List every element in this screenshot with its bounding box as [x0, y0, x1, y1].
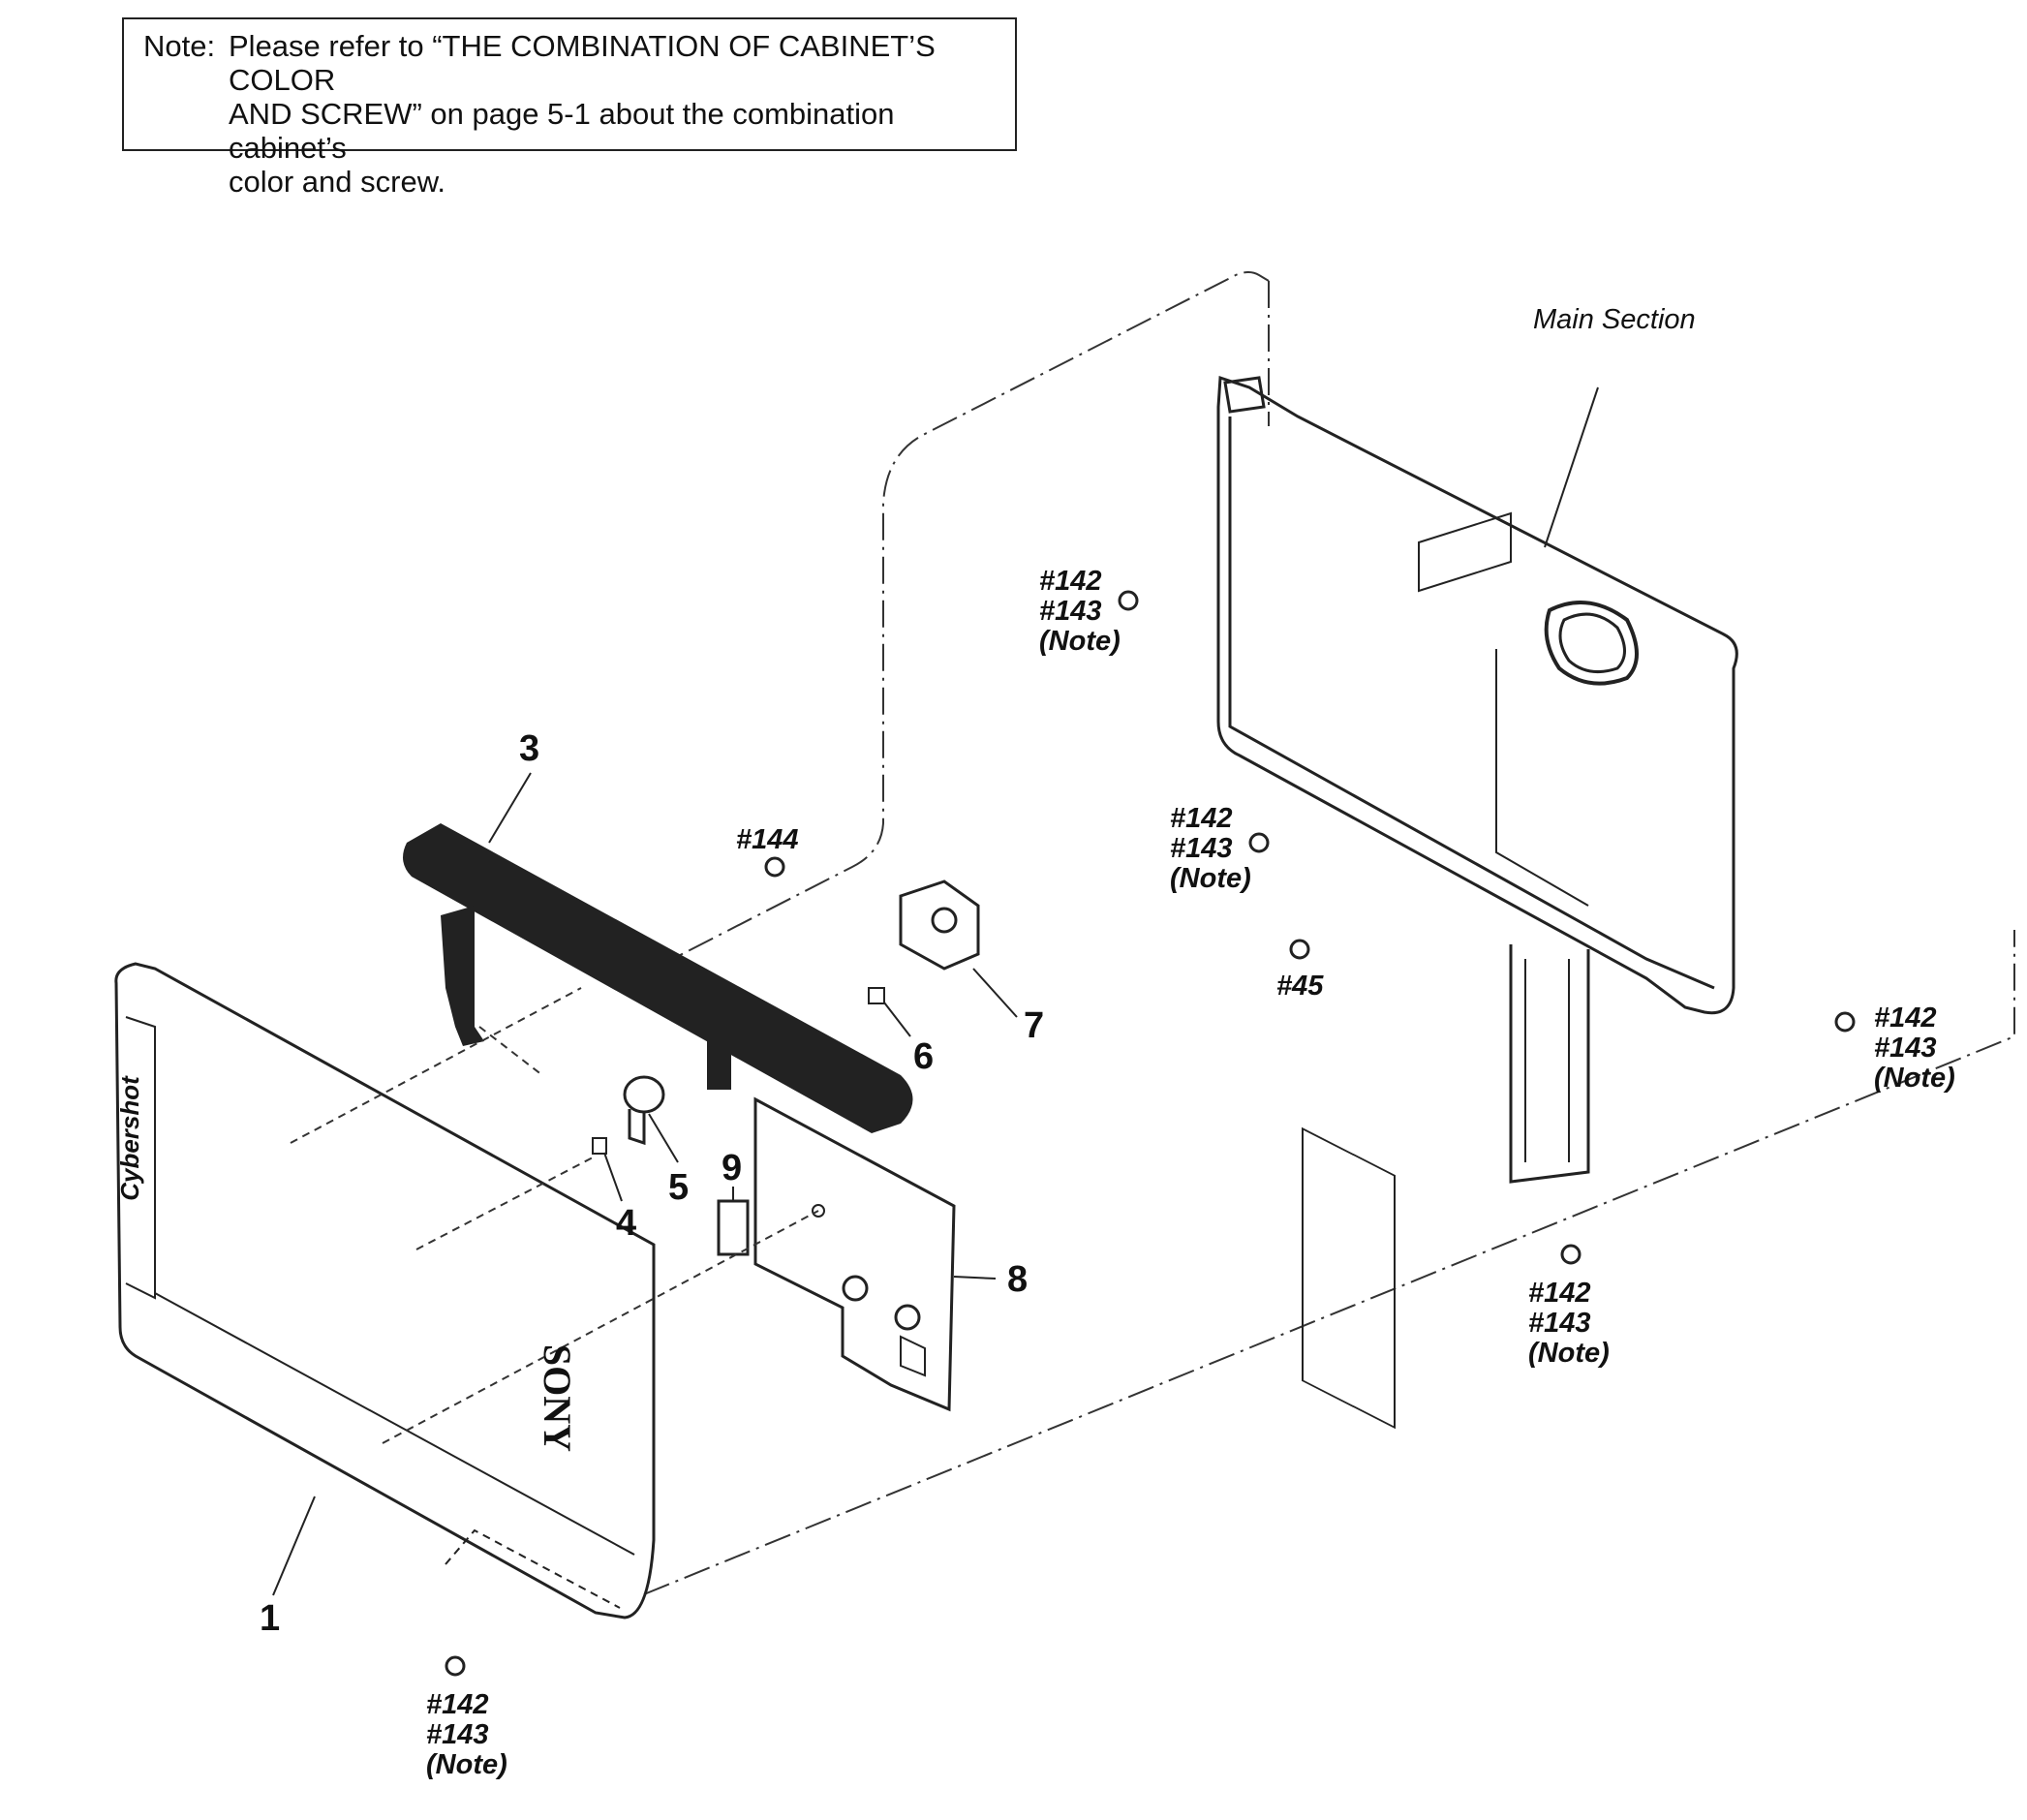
note-label: Note: — [143, 29, 216, 63]
screw-144-icon — [764, 856, 785, 878]
screw-45-icon — [1289, 939, 1310, 960]
leader-part-8 — [953, 1276, 997, 1280]
piece-part-4 — [592, 1137, 607, 1155]
part-label-3: 3 — [519, 728, 540, 769]
leader-part-1 — [272, 1496, 316, 1596]
part-label-7: 7 — [1024, 1005, 1045, 1046]
screw-label-144: #144 — [736, 824, 799, 855]
note-box: Note: Please refer to “THE COMBINATION O… — [122, 17, 1017, 199]
leader-part-4 — [603, 1152, 623, 1202]
part-label-4: 4 — [616, 1203, 637, 1244]
screw-label-45: #45 — [1276, 971, 1324, 1002]
screw-label-142-d: #142 #143 (Note) — [1528, 1278, 1610, 1369]
part-label-8: 8 — [1007, 1259, 1029, 1300]
main-section-label: Main Section — [1533, 304, 1696, 335]
screw-142-e-icon — [445, 1655, 466, 1677]
part-label-9: 9 — [722, 1148, 743, 1188]
screw-142-c-icon — [1834, 1011, 1856, 1033]
note-text: Please refer to “THE COMBINATION OF CABI… — [229, 29, 936, 199]
leader-part-7 — [972, 968, 1018, 1018]
screw-label-142-e: #142 #143 (Note) — [426, 1689, 507, 1780]
screw-label-142-c: #142 #143 (Note) — [1874, 1003, 1955, 1094]
pad-part-9 — [717, 1199, 750, 1256]
leader-part-5 — [648, 1113, 679, 1163]
leader-part-6 — [883, 1002, 911, 1037]
screw-142-d-icon — [1560, 1244, 1582, 1265]
assembly-guide-outline — [643, 271, 2015, 1595]
piece-part-6 — [868, 987, 885, 1004]
cabinet-brand-mark: SONY — [536, 1343, 580, 1453]
bracket-part-7 — [899, 879, 980, 971]
front-cabinet-part-1 — [114, 962, 656, 1619]
main-section-leader — [1544, 386, 1599, 548]
screw-label-142-a: #142 #143 (Note) — [1039, 566, 1121, 657]
part-label-6: 6 — [913, 1036, 935, 1077]
alignment-lines — [290, 987, 819, 1444]
cabinet-series-mark: Cybershot — [114, 1076, 144, 1201]
screw-label-142-b: #142 #143 (Note) — [1170, 803, 1251, 894]
part-label-5: 5 — [668, 1167, 690, 1208]
main-section-assembly — [1216, 375, 1738, 1430]
strip-part-3 — [403, 823, 913, 1133]
button-part-5 — [623, 1075, 665, 1146]
leader-part-3 — [488, 772, 532, 844]
screw-142-b-icon — [1248, 832, 1270, 853]
part-label-1: 1 — [260, 1598, 281, 1639]
screw-142-a-icon — [1118, 590, 1139, 611]
sheet-part-8 — [753, 1096, 956, 1412]
screw-icons — [445, 590, 1856, 1677]
